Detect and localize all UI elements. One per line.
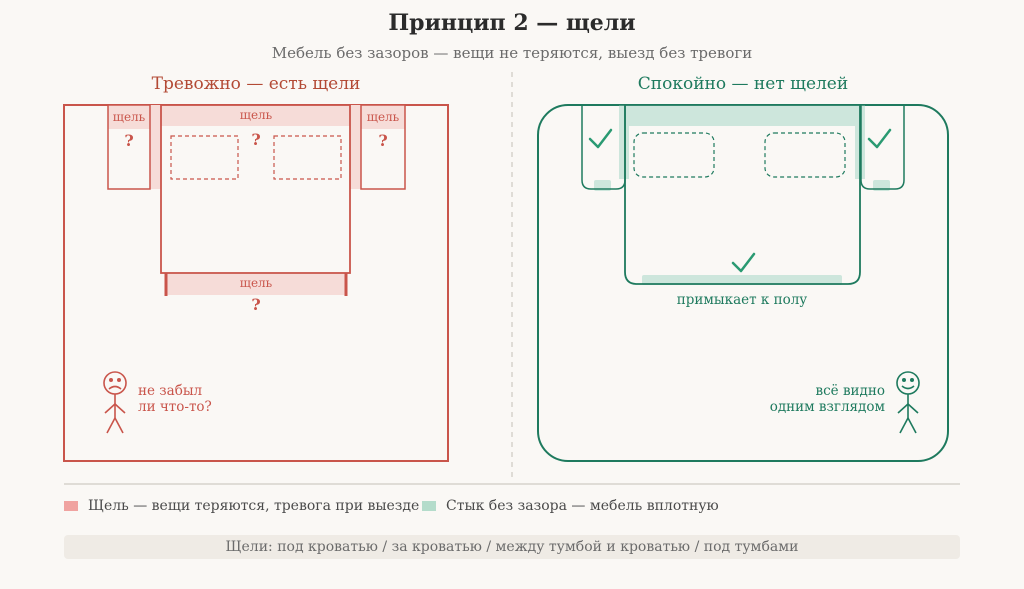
left-nightstand [107, 104, 151, 190]
joint-left-side [619, 105, 629, 179]
right-nightstand [360, 104, 406, 190]
right-pillow-2 [764, 132, 846, 178]
gap-right-side [350, 105, 361, 189]
check-icon-right-nightstand [867, 128, 892, 149]
calm-person-icon [896, 371, 920, 434]
legend-joint: Стык без зазора — мебель вплотную [422, 498, 719, 514]
calm-caption-line2: одним взглядом [770, 399, 886, 415]
gap-behind-bed [161, 105, 350, 126]
left-panel-heading: Тревожно — есть щели [151, 74, 361, 94]
right-bed [624, 104, 861, 285]
legend-gap-label: Щель — вещи теряются, тревога при выезде [88, 498, 420, 514]
gap-right-nightstand [361, 105, 405, 129]
page-title: Принцип 2 — щели [388, 10, 636, 36]
worried-person-icon [103, 371, 127, 434]
right-room: примыкает к полу всё видно одним взглядо… [537, 104, 949, 462]
right-left-nightstand [581, 104, 626, 190]
left-bed [160, 104, 351, 274]
gap-under-bed [166, 274, 346, 295]
question-mark-right-nightstand: ? [378, 131, 387, 150]
left-pillow-1 [170, 135, 239, 180]
joint-floor [642, 275, 842, 285]
gap-label-under-bed: щель [240, 276, 273, 290]
question-mark-left-nightstand: ? [124, 131, 133, 150]
legend-gap: Щель — вещи теряются, тревога при выезде [64, 498, 419, 514]
worried-caption-line2: ли что-то? [138, 399, 212, 415]
gap-label-left-nightstand: щель [113, 110, 146, 124]
legend-gap-swatch [64, 501, 78, 511]
joint-behind-bed [629, 105, 855, 126]
right-panel-heading: Спокойно — нет щелей [637, 74, 849, 94]
legend-joint-label: Стык без зазора — мебель вплотную [446, 498, 719, 514]
question-mark-behind-bed: ? [251, 130, 260, 149]
calm-caption-line1: всё видно [816, 383, 885, 399]
gap-left-side [150, 105, 161, 189]
gap-label-behind-bed: щель [240, 108, 273, 122]
floor-caption: примыкает к полу [677, 292, 808, 308]
gap-left-nightstand [108, 105, 150, 129]
page-subtitle: Мебель без зазоров — вещи не теряются, в… [271, 44, 753, 62]
question-mark-under-bed: ? [251, 295, 260, 314]
check-icon-left-nightstand [588, 128, 613, 149]
left-pillow-2 [273, 135, 342, 180]
check-icon-floor [731, 252, 756, 273]
left-room: щель щель щель щель ? ? ? ? не забыл ли … [63, 104, 449, 462]
gap-label-right-nightstand: щель [367, 110, 400, 124]
right-right-nightstand [860, 104, 905, 190]
worried-caption-line1: не забыл [138, 383, 203, 399]
right-pillow-1 [633, 132, 715, 178]
legend-joint-swatch [422, 501, 436, 511]
footer-note: Щели: под кроватью / за кроватью / между… [64, 535, 960, 559]
